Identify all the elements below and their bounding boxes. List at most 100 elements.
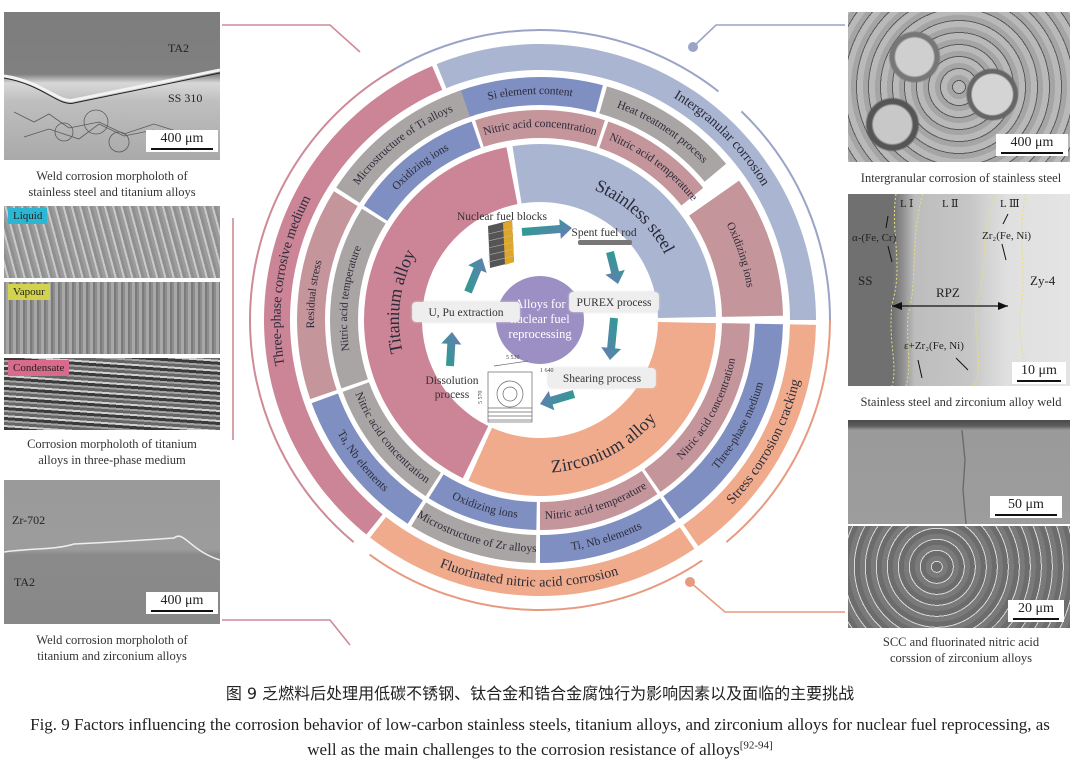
label-ss310: SS 310 (168, 91, 203, 105)
center-title-line: nuclear fuel (510, 312, 570, 326)
figure-caption-en-text: Fig. 9 Factors influencing the corrosion… (30, 715, 1050, 759)
scale-bar: 10 μm (1012, 362, 1066, 384)
factor-segment-ti-oxidizing-ions (363, 121, 481, 221)
scale-bar: 400 μm (146, 130, 218, 152)
alloy-segment-zirconium-alloy (468, 322, 716, 497)
factor-segment-zr-nitric-acid-temperature (540, 470, 658, 530)
panel-weld-ss-ti: TA2 SS 310 400 μm Weld corrosion morphol… (4, 12, 220, 202)
alloy-segment-titanium-alloy (364, 147, 518, 479)
arrow-dissolution-to-extraction (441, 331, 462, 367)
challenge-segment-stress-corrosion-cracking (683, 324, 816, 547)
outer-arc-three-phase (249, 67, 396, 543)
factor-segment-ti-ta-nb-elements (311, 393, 423, 524)
factor-segment-ti-residual-stress (297, 191, 358, 400)
factor-segment-zr-ti-nb-elements (540, 498, 676, 563)
step-dissolution-process: Dissolution (425, 375, 478, 387)
factor-segment-ss-heat-treatment-process (599, 86, 727, 182)
caption-intergranular: Intergranular corrosion of stainless ste… (860, 171, 1062, 185)
factor-segment-ss-nitric-acid-temperature (599, 121, 710, 214)
factor-segment-zr-oxidizing-ions (428, 474, 537, 530)
outer-arc-intergranular (385, 29, 720, 93)
factor-segment-ti-nitric-acid-concentration (342, 382, 441, 497)
tag-condensate: Condensate (8, 360, 70, 376)
factor-segment-ss-si-element-content (456, 76, 603, 118)
rings-group (264, 43, 816, 597)
sem-image-scc: 50 μm (848, 420, 1070, 524)
label-zr702: Zr-702 (12, 513, 46, 527)
figure-caption-en: Fig. 9 Factors influencing the corrosion… (20, 712, 1060, 762)
challenge-segment-fluorinated-nitric-acid-corrosion (370, 517, 695, 597)
figure-caption-cn: 图 9 乏燃料后处理用低碳不锈钢、钛合金和锆合金腐蚀行为影响因素以及面临的主要挑… (225, 684, 855, 703)
label-rpz: RPZ (936, 285, 960, 300)
factor-segment-ss-nitric-acid-concentration (475, 110, 605, 147)
alloy-segment-stainless-steel (512, 144, 716, 318)
connector-weld-ss-ti (222, 24, 361, 53)
step-purex-process: PUREX process (576, 297, 652, 309)
factor-segment-zr-microstructure-of-zr-alloys (411, 502, 537, 563)
factor-segment-zr-nitric-acid-concentration (644, 323, 750, 493)
connector-dot (688, 42, 698, 52)
label-zr2feni: Zr₂(Fe, Ni) (982, 230, 1032, 242)
drawing-dimension: 5 570 (478, 391, 484, 405)
sem-image-weld-ti-zr: Zr-702 TA2 400 μm (4, 480, 220, 624)
panel-ss-zr-weld: L Ⅰ L Ⅱ L Ⅲ α-(Fe, Cr) Zr₂(Fe, Ni) SS RP… (848, 194, 1074, 416)
connector-weld-ti-zr (222, 619, 351, 646)
factor-segment-ti-nitric-acid-temperature (330, 208, 386, 389)
panel-intergranular: 400 μm Intergranular corrosion of stainl… (848, 12, 1074, 192)
drawing-dimension: 1 640 (540, 368, 554, 374)
panel-weld-ti-zr: Zr-702 TA2 400 μm Weld corrosion morphol… (4, 480, 220, 670)
connectors-group (222, 24, 845, 646)
challenge-segment-intergranular-corrosion (436, 43, 816, 320)
factor-segment-zr-three-phase-medium (663, 323, 783, 520)
outer-arc-fluorinated (368, 553, 703, 611)
connector-dot (685, 577, 695, 587)
scale-bar: 50 μm (990, 496, 1062, 518)
sem-image-weld-ss-ti: TA2 SS 310 400 μm (4, 12, 220, 160)
scale-bar: 400 μm (146, 592, 218, 614)
panel-scc-fluorinated: 50 μm 20 μm SCC and fluorinated nitric a… (848, 420, 1074, 672)
center-circle (496, 276, 584, 364)
label-ta2: TA2 (168, 41, 190, 55)
caption-ss-zr-weld: Stainless steel and zirconium alloy weld (860, 395, 1062, 409)
scale-bar: 20 μm (1008, 600, 1064, 622)
step-nuclear-fuel-blocks: Nuclear fuel blocks (457, 211, 548, 223)
tag-liquid: Liquid (8, 208, 48, 224)
label-l1: L Ⅰ (900, 198, 914, 210)
center-title-line: reprocessing (508, 327, 572, 341)
sem-image-ss-zr-weld: L Ⅰ L Ⅱ L Ⅲ α-(Fe, Cr) Zr₂(Fe, Ni) SS RP… (848, 194, 1070, 386)
label-l3: L Ⅲ (1000, 198, 1020, 210)
dissolver-drawing-icon (487, 360, 533, 423)
center-title-line: Alloys for (514, 297, 566, 311)
step-shearing-process: Shearing process (563, 373, 642, 385)
label-l2: L Ⅱ (942, 198, 959, 210)
drawing-dimension: 5 530 (506, 355, 520, 361)
spent-fuel-rod-icon (578, 240, 632, 245)
panel-ti-three-phase: Liquid Vapour Condensate Corrosion morph… (4, 206, 220, 472)
step-u-pu-extraction: U, Pu extraction (428, 307, 503, 319)
label-ta2-bottom: TA2 (14, 575, 36, 589)
arrow-blocks-to-rod (521, 218, 572, 239)
label-zy4: Zy-4 (1030, 273, 1056, 288)
step-dissolution-process: process (435, 389, 470, 401)
caption-ti-three-phase: Corrosion morpholoth of titanium alloys … (27, 437, 197, 467)
caption-weld-ti-zr: Weld corrosion morpholoth of titanium an… (36, 633, 188, 663)
caption-scc-fluorinated: SCC and fluorinated nitric acid corssion… (882, 635, 1040, 665)
caption-weld-ss-ti: Weld corrosion morpholoth of stainless s… (28, 169, 196, 199)
factor-segment-ti-microstructure-of-ti-alloys (336, 90, 471, 203)
step-spent-fuel-rod: Spent fuel rod (571, 227, 636, 239)
connector-scc (689, 581, 845, 613)
label-alpha-fecr: α-(Fe, Cr) (852, 232, 897, 244)
arrow-purex-to-shearing (601, 317, 622, 360)
outer-arc-scc (725, 319, 831, 543)
scale-bar: 400 μm (996, 134, 1068, 156)
arrow-shearing-to-dissolution (540, 390, 576, 411)
label-ss: SS (858, 273, 873, 288)
sem-image-fluorinated: 20 μm (848, 526, 1070, 628)
factor-segment-ss-oxidizing-ions (689, 180, 783, 317)
arrow-rod-to-purex (605, 251, 625, 284)
figure-caption-ref: [92-94] (739, 739, 773, 752)
challenge-segment-three-phase-corrosive-medium (264, 65, 443, 535)
outer-arc-intergranular-2 (740, 110, 831, 321)
